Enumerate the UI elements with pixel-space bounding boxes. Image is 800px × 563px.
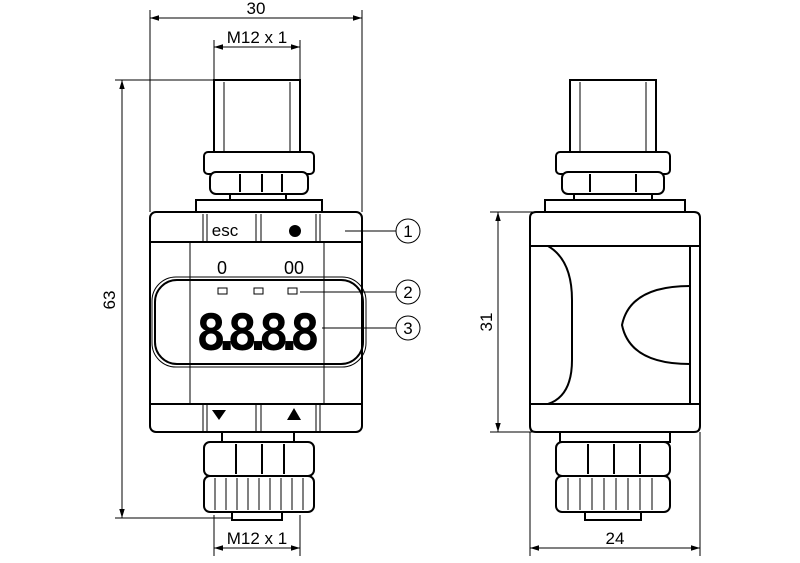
set-button-dot-icon[interactable] — [289, 225, 301, 237]
front-view: esc 0 00 8.8.8.8 — [149, 79, 367, 521]
led-label-left: 0 — [217, 258, 227, 278]
down-button-icon[interactable] — [212, 410, 226, 420]
side-view — [529, 79, 701, 521]
led-label-right: 00 — [284, 258, 304, 278]
dim-24: 24 — [606, 529, 625, 548]
dimension-thread-top: M12 x 1 — [213, 28, 301, 82]
esc-button[interactable]: esc — [212, 221, 239, 240]
callout-2: 2 — [403, 283, 412, 302]
dim-31: 31 — [477, 313, 496, 332]
dim-thread-top: M12 x 1 — [227, 28, 287, 47]
dimension-width-side: 24 — [529, 432, 701, 556]
callout-1: 1 — [403, 222, 412, 241]
dimension-thread-bottom: M12 x 1 — [213, 515, 301, 556]
dim-thread-bottom: M12 x 1 — [227, 529, 287, 548]
dim-63: 63 — [100, 291, 119, 310]
led-1 — [217, 287, 228, 295]
dimension-width-front: 30 — [149, 0, 363, 212]
display-window — [154, 279, 364, 365]
callout-3: 3 — [403, 319, 412, 338]
up-button-icon[interactable] — [287, 408, 301, 420]
dim-30: 30 — [247, 0, 266, 18]
callouts: 1 2 3 — [300, 218, 421, 341]
led-2 — [253, 287, 264, 295]
dimension-height-total: 63 — [100, 79, 235, 519]
segment-display: 8.8.8.8 — [196, 304, 320, 362]
led-3 — [287, 287, 298, 295]
